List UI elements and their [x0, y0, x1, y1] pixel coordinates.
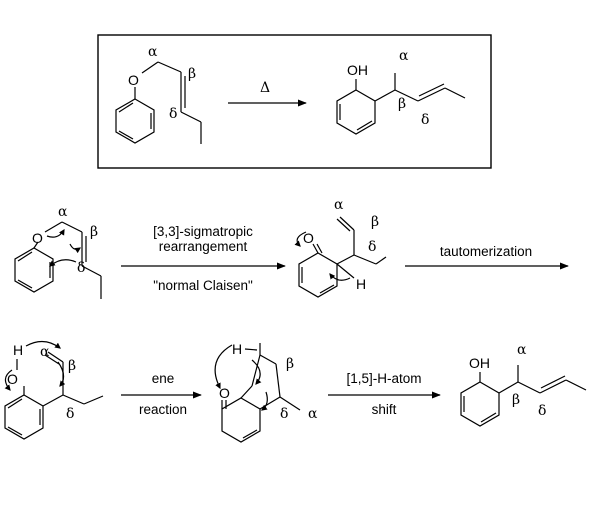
row2-reactant-delta: δ: [77, 260, 85, 276]
row3-bicyclic-curved-arrow-3: [261, 391, 268, 411]
overview-product-beta: β: [398, 96, 406, 112]
overview-box: [97, 34, 492, 169]
row3-phenol: O H α β δ: [4, 340, 104, 440]
row2-reactant: O α β δ: [14, 204, 102, 299]
row3-phenol-delta: δ: [66, 406, 74, 422]
row3-phenol-oxygen: O: [7, 371, 18, 387]
row3-product-oh: OH: [469, 355, 490, 371]
row2-reactant-curved-arrow-1: [46, 228, 65, 238]
row3-bicyclic-curved-arrow-1: [214, 344, 233, 390]
row3-phenol-curved-arrow-1: [25, 340, 61, 349]
row3-phenol-beta: β: [68, 358, 76, 374]
row3-product: OH α β δ: [460, 342, 587, 427]
row2-intermediate-oxygen: O: [303, 230, 314, 246]
row2-intermediate-delta: δ: [368, 239, 376, 255]
row3-product-beta: β: [512, 392, 520, 408]
row3-bicyclic-intermediate: O H α β δ: [214, 341, 318, 443]
step3-label-above: ene: [152, 371, 175, 386]
overview-product-alpha: α: [399, 48, 409, 64]
row2-intermediate-alpha: α: [334, 197, 344, 213]
overview-reactant-oxygen: O: [128, 72, 139, 88]
row2-intermediate-curved-arrow-2: [329, 273, 351, 281]
row2-intermediate-curved-arrow-1: [294, 231, 307, 247]
row2-reactant-beta: β: [90, 224, 98, 240]
row3-bicyclic-delta: δ: [280, 406, 288, 422]
row2-reactant-curved-arrow-3: [49, 259, 77, 267]
row2-intermediate-beta: β: [371, 214, 379, 230]
step4-label-above: [1,5]-H-atom: [346, 371, 421, 386]
overview-reactant: O α β δ: [115, 44, 202, 144]
row3-bicyclic-curved-arrow-2: [251, 359, 262, 385]
overview-arrow-label: Δ: [260, 80, 270, 96]
row3-product-alpha: α: [517, 342, 527, 358]
row3-product-delta: δ: [538, 403, 546, 419]
row3-bicyclic-h: H: [232, 341, 242, 357]
overview-product-oh: OH: [347, 62, 368, 78]
row2-reactant-curved-arrow-2: [69, 243, 81, 254]
row3-phenol-alpha: α: [40, 344, 50, 360]
row3-bicyclic-oxygen: O: [219, 385, 230, 401]
row3-bicyclic-beta: β: [286, 356, 294, 372]
row2-reactant-oxygen: O: [32, 230, 43, 246]
row2-intermediate-h: H: [356, 276, 366, 292]
row2-reactant-alpha: α: [58, 204, 68, 220]
step4-label-below: shift: [372, 402, 397, 417]
row3-bicyclic-alpha: α: [308, 406, 318, 422]
row3-phenol-h: H: [13, 342, 23, 358]
overview-reactant-delta: δ: [169, 106, 177, 122]
row3-phenol-curved-arrow-2: [57, 361, 66, 387]
step1-label-line1: [3,3]-sigmatropic: [153, 224, 253, 239]
overview-reactant-beta: β: [188, 66, 196, 82]
overview-reactant-alpha: α: [148, 44, 158, 60]
overview-product: OH α β δ: [336, 48, 466, 135]
step3-label-below: reaction: [139, 402, 187, 417]
row2-intermediate: O H α β δ: [294, 197, 387, 298]
step1-label-below: "normal Claisen": [153, 278, 253, 293]
step1-label-line2: rearrangement: [159, 239, 248, 254]
step2-label: tautomerization: [440, 244, 532, 259]
row3-phenol-curved-arrow-3: [4, 369, 13, 391]
overview-product-delta: δ: [421, 112, 429, 128]
